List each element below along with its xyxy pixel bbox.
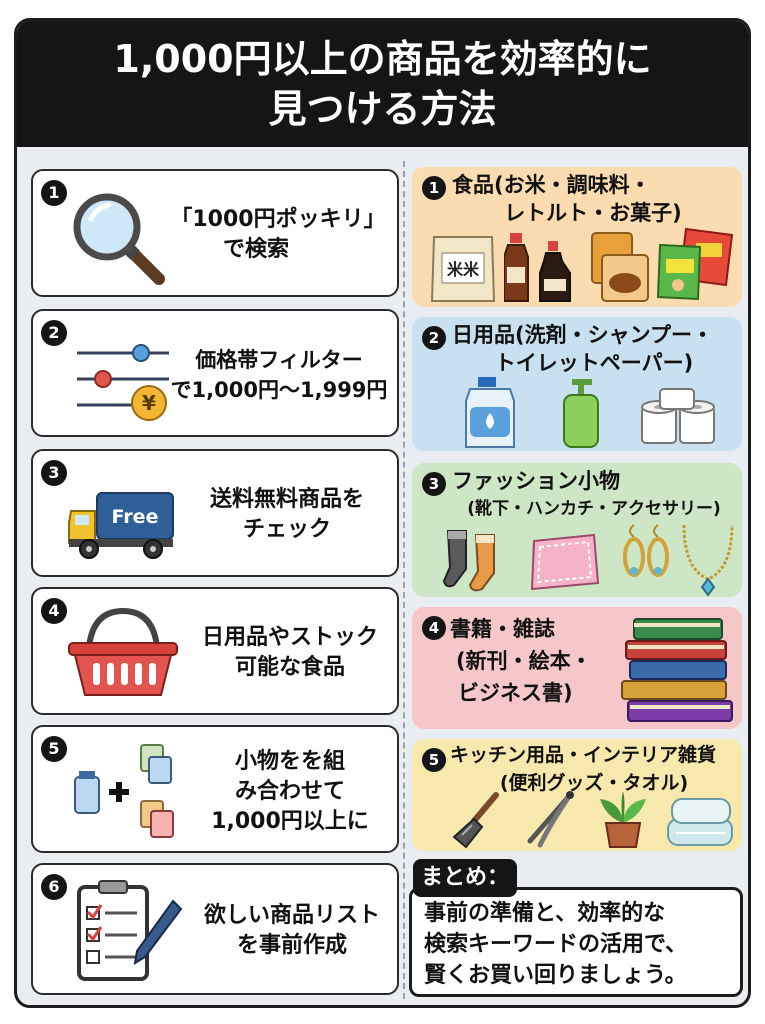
category-number-badge: 2 (422, 326, 446, 350)
step-text-line: 欲しい商品リスト (203, 903, 380, 928)
shopping-basket-icon (68, 607, 178, 696)
delivery-truck-icon: Free (68, 492, 174, 559)
step-card-4: 4 日用品やストック 可能な食品 (31, 587, 399, 715)
summary-line: 検索キーワードの活用で、 (424, 932, 688, 957)
category-number-badge: 5 (422, 748, 446, 772)
category-title-line: 食品(お米・調味料・ (452, 173, 651, 197)
category-number-badge: 3 (422, 472, 446, 496)
step-number-badge: 3 (41, 460, 67, 486)
towel-icon (667, 798, 733, 846)
snack-bag-icon (656, 227, 734, 301)
step-text-line: 日用品やストック (201, 625, 378, 650)
socks-icon (442, 530, 495, 592)
category-card-fashion: 3 ファッション小物 (靴下・ハンカチ・アクセサリー) (412, 463, 742, 597)
tongs-icon (527, 791, 574, 848)
summary-label: まとめ： (413, 859, 517, 897)
yen-coin-label: ¥ (142, 391, 156, 415)
summary-line: 事前の準備と、効率的な (424, 901, 666, 926)
retort-pouch-icon (591, 232, 649, 302)
step-card-2: 2 ¥ 価格帯フィルター で1,000円〜1,999円 (31, 309, 399, 437)
toilet-paper-icon (641, 388, 715, 444)
checklist-icon (77, 880, 183, 981)
step-text-line: 送料無料商品を (209, 487, 364, 512)
step-text-line: を事前作成 (236, 933, 347, 958)
summary-box: 事前の準備と、効率的な 検索キーワードの活用で、 賢くお買い回りましょう。 (409, 887, 743, 997)
category-title-line: キッチン用品・インテリア雑貨 (450, 744, 717, 766)
rice-bag-label: 米米 (447, 260, 480, 279)
earrings-icon (623, 524, 669, 577)
step-number-badge: 5 (41, 736, 67, 762)
book-stack-icon (621, 618, 733, 722)
category-title-line: ビジネス書) (458, 681, 573, 705)
shampoo-bottle-icon (563, 379, 599, 448)
step-card-3: 3 Free 送料無料商品を チェック (31, 449, 399, 577)
category-title-line: (新刊・絵本・ (456, 649, 592, 673)
step-card-5: 5 小物をを組 み合わせて 1,000円以上に (31, 725, 399, 853)
category-title-line: ファッション小物 (452, 469, 620, 493)
category-card-daily-goods: 2 日用品(洗剤・シャンプー・ トイレットペーパー) (412, 317, 742, 451)
category-title-line: トイレットペーパー) (494, 351, 694, 375)
category-card-books: 4 書籍・雑誌 (新刊・絵本・ ビジネス書) (412, 607, 742, 729)
step-text-line: 価格帯フィルター (195, 348, 363, 372)
step-text-line: み合わせて (234, 779, 345, 804)
category-title-line: 日用品(洗剤・シャンプー・ (452, 323, 713, 347)
category-title-line: (便利グッズ・タオル) (499, 772, 689, 794)
step-text-line: で1,000円〜1,999円 (170, 378, 388, 402)
category-card-kitchen: 5 キッチン用品・インテリア雑貨 (便利グッズ・タオル) (412, 739, 742, 851)
potted-plant-icon (600, 791, 646, 848)
handkerchief-icon (530, 533, 600, 591)
step-number-badge: 1 (41, 180, 67, 206)
step-text-line: 小物をを組 (234, 749, 345, 774)
category-title-line: 書籍・雑誌 (450, 617, 555, 641)
category-title-line: レトルト・お菓子) (504, 201, 682, 225)
step-text-line: 「1000円ポッキリ」 (170, 207, 386, 232)
step-number-badge: 2 (41, 320, 67, 346)
step-text-line: 可能な食品 (234, 655, 345, 680)
spatula-icon (452, 792, 499, 849)
combine-items-icon (74, 744, 174, 838)
step-card-6: 6 欲しい商品リスト を事前作成 (31, 863, 399, 995)
magnifier-icon (73, 193, 165, 285)
title-line-1: 1,000円以上の商品を効率的に (113, 37, 652, 81)
step-number-badge: 4 (41, 598, 67, 624)
free-shipping-label: Free (112, 506, 159, 528)
step-text-line: チェック (242, 517, 331, 542)
summary-line: 賢くお買い回りましょう。 (424, 963, 687, 988)
category-number-badge: 4 (422, 616, 446, 640)
necklace-icon (682, 524, 734, 597)
step-text-line: 1,000円以上に (211, 809, 369, 834)
title-line-2: 見つける方法 (268, 87, 497, 131)
step-card-1: 1 「1000円ポッキリ」 で検索 (31, 169, 399, 297)
category-title-line: (靴下・ハンカチ・アクセサリー) (467, 499, 721, 519)
category-number-badge: 1 (422, 176, 446, 200)
sauce-bottle-icon (504, 233, 571, 302)
category-card-food: 1 食品(お米・調味料・ レトルト・お菓子) 米米 (412, 167, 742, 307)
rice-bag-icon: 米米 (430, 236, 496, 302)
detergent-bottle-icon (465, 377, 515, 448)
column-divider (403, 161, 405, 999)
step-number-badge: 6 (41, 874, 67, 900)
page-title: 1,000円以上の商品を効率的に 見つける方法 (17, 21, 748, 147)
infographic-frame: 1,000円以上の商品を効率的に 見つける方法 1 「1000円ポッキリ」 で検… (14, 18, 751, 1008)
filter-slider-icon: ¥ (77, 344, 169, 421)
step-text-line: で検索 (222, 237, 289, 262)
